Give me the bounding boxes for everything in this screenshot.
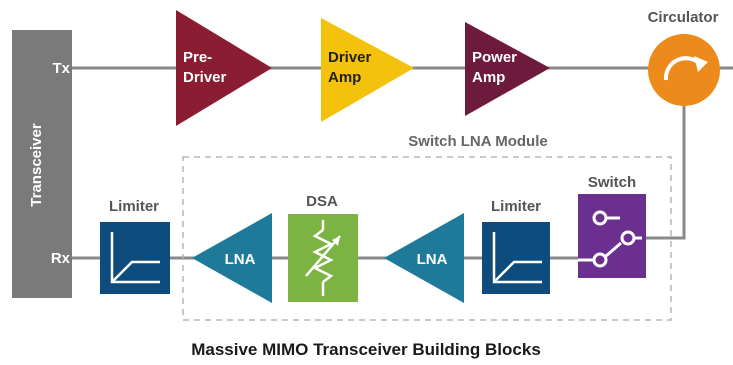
lna-amplifier-1 bbox=[192, 213, 272, 303]
power-amplifier bbox=[465, 22, 550, 116]
transceiver-block bbox=[12, 30, 72, 298]
driver-amp-label: Driver Amp bbox=[328, 49, 376, 86]
power-amp-label: Power Amp bbox=[472, 49, 521, 86]
switch-block bbox=[578, 194, 646, 278]
lna-2-label: LNA bbox=[417, 251, 448, 268]
tx-label: Tx bbox=[52, 60, 70, 77]
lna-amplifier-2 bbox=[384, 213, 464, 303]
dsa-label: DSA bbox=[306, 193, 338, 210]
transceiver-label: Transceiver bbox=[28, 123, 45, 207]
lna-1-label: LNA bbox=[225, 251, 256, 268]
pre-driver-amplifier bbox=[176, 10, 272, 126]
limiter-module-label: Limiter bbox=[491, 198, 541, 215]
rx-label: Rx bbox=[51, 250, 71, 267]
switch-lna-module-label: Switch LNA Module bbox=[408, 133, 547, 150]
limiter-2-curve-response bbox=[111, 260, 160, 283]
circulator-to-switch-line bbox=[642, 104, 686, 240]
circulator-label: Circulator bbox=[648, 9, 719, 26]
pre-driver-label: Pre- Driver bbox=[183, 49, 227, 86]
limiter-label: Limiter bbox=[109, 198, 159, 215]
limiter-curve-response bbox=[493, 260, 542, 283]
switch-lna-module-box bbox=[182, 156, 672, 321]
switch-icon bbox=[578, 210, 642, 268]
switch-label: Switch bbox=[588, 174, 636, 191]
circulator-arrow-icon bbox=[663, 56, 708, 81]
driver-amplifier bbox=[321, 18, 414, 122]
variable-attenuator-icon bbox=[305, 220, 341, 296]
diagram-caption: Massive MIMO Transceiver Building Blocks bbox=[191, 340, 541, 359]
circulator bbox=[648, 34, 720, 106]
